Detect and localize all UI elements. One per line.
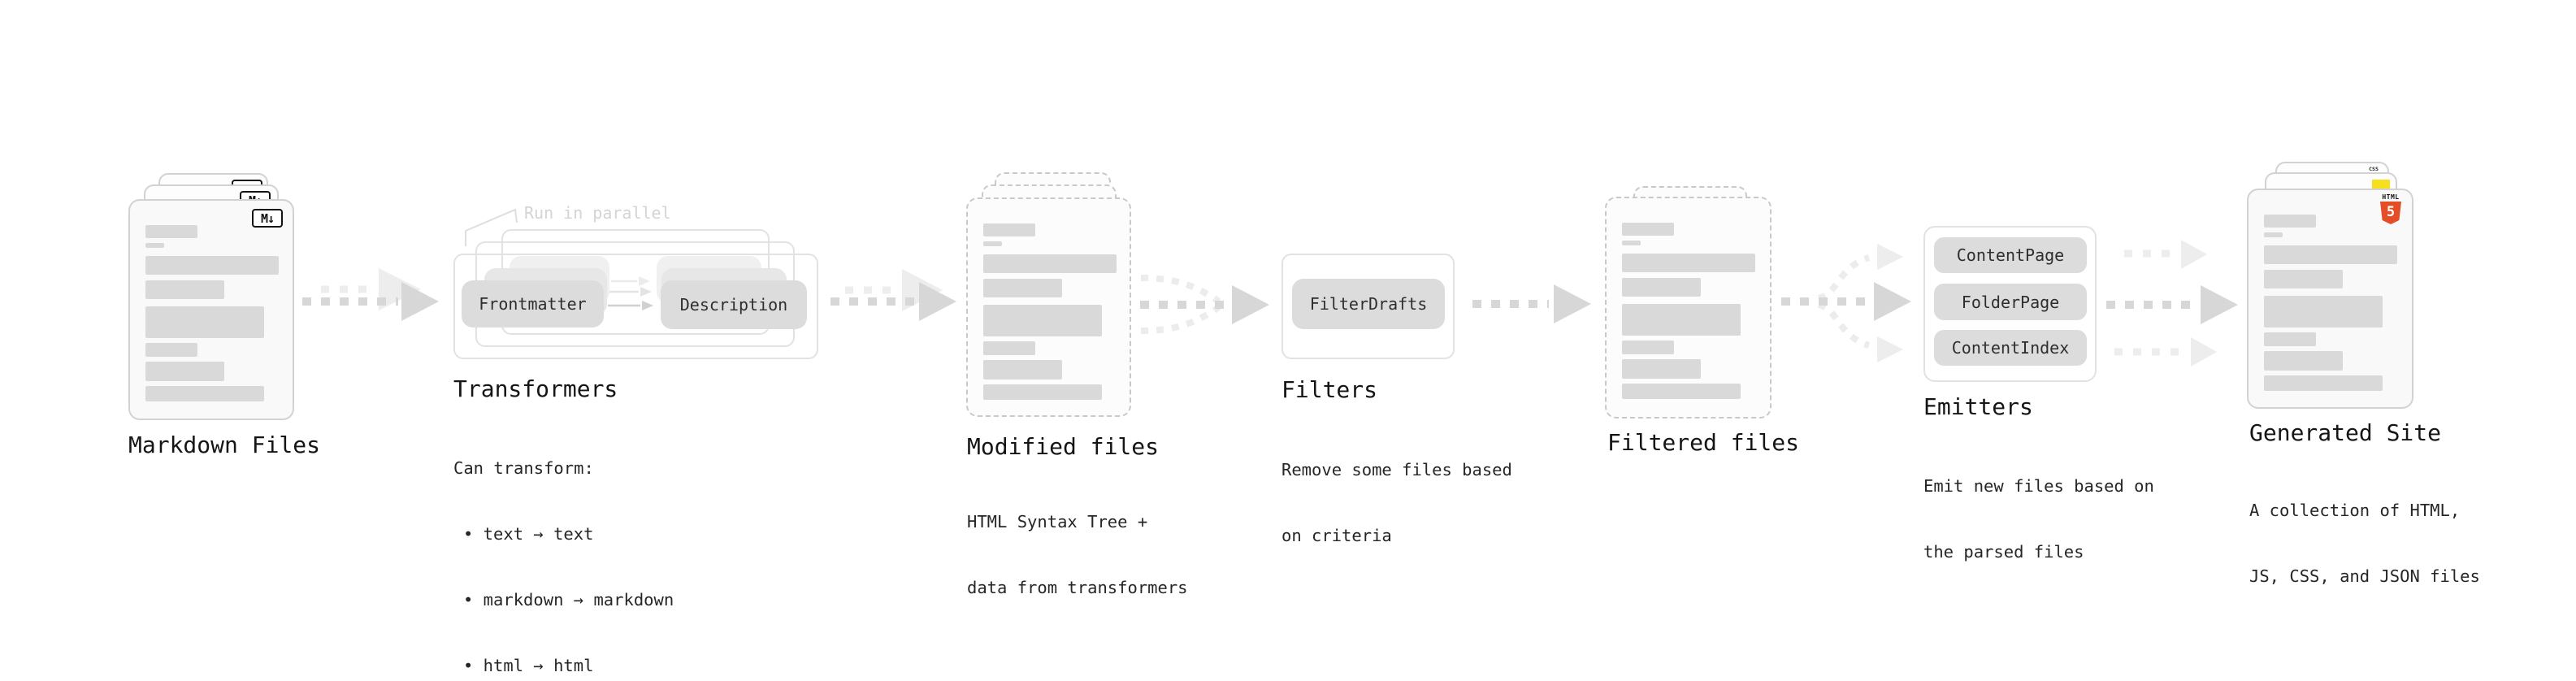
skeleton-line — [2264, 375, 2383, 391]
description-pill: Description — [661, 280, 807, 329]
filterdrafts-pill: FilterDrafts — [1292, 279, 1445, 329]
stage-label-generated-site: Generated Site — [2249, 419, 2442, 446]
arrow-emitters-to-generated-icon — [2106, 240, 2238, 367]
skeleton-line — [1622, 340, 1674, 354]
skeleton-line — [145, 306, 264, 338]
transformers-desc-heading: Can transform: — [453, 458, 594, 478]
folderpage-pill: FolderPage — [1934, 284, 2087, 320]
html5-icon-label: HTML — [2382, 193, 2400, 201]
skeleton-line — [145, 225, 197, 238]
skeleton-line — [145, 280, 224, 299]
subtitle-line: Remove some files based — [1281, 460, 1512, 479]
transformers-description: Can transform: • text → text • markdown … — [453, 414, 674, 681]
html5-icon-shield: 5 — [2380, 202, 2401, 224]
arrow-markdown-to-transformers-icon — [302, 268, 439, 321]
transformers-bullet: • markdown → markdown — [463, 590, 674, 609]
skeleton-line — [1622, 223, 1674, 236]
skeleton-line — [2264, 215, 2316, 228]
skeleton-line — [2264, 270, 2343, 288]
frontmatter-pill: Frontmatter — [462, 280, 604, 327]
generated-site-subtitle: A collection of HTML, JS, CSS, and JSON … — [2249, 456, 2480, 631]
skeleton-line — [983, 254, 1117, 273]
subtitle-line: Emit new files based on — [1923, 476, 2154, 496]
skeleton-line — [983, 341, 1035, 355]
filtered-file-front — [1605, 197, 1772, 419]
emitters-container — [1923, 226, 2097, 382]
html5-icon: HTML 5 — [2379, 193, 2403, 226]
markdown-icon: M↓ — [252, 209, 283, 228]
skeleton-line — [983, 241, 1002, 246]
skeleton-line — [1622, 241, 1641, 245]
subtitle-line: the parsed files — [1923, 542, 2084, 562]
skeleton-line — [983, 360, 1062, 380]
stage-title-transformers: Transformers — [453, 375, 618, 402]
arrow-filtered-to-emitters-icon — [1781, 244, 1911, 362]
js-icon — [2372, 180, 2390, 189]
stage-label-modified-files: Modified files — [967, 433, 1160, 460]
skeleton-line — [2264, 232, 2283, 237]
run-in-parallel-annotation: Run in parallel — [524, 203, 671, 223]
arrow-filters-to-filtered-icon — [1472, 284, 1591, 323]
skeleton-line — [983, 223, 1035, 236]
arrow-modified-to-filters-icon — [1140, 275, 1269, 334]
transformers-bullet: • html → html — [463, 656, 594, 675]
skeleton-line — [2264, 296, 2383, 327]
emitters-subtitle: Emit new files based on the parsed files — [1923, 432, 2154, 607]
skeleton-line — [983, 384, 1102, 400]
skeleton-line — [145, 386, 264, 401]
skeleton-line — [2264, 245, 2397, 264]
subtitle-line: on criteria — [1281, 526, 1392, 545]
skeleton-line — [145, 362, 224, 381]
subtitle-line: HTML Syntax Tree + — [967, 512, 1148, 531]
skeleton-line — [1622, 254, 1755, 272]
contentpage-pill: ContentPage — [1934, 237, 2087, 273]
modified-files-subtitle: HTML Syntax Tree + data from transformer… — [967, 467, 1188, 643]
stage-title-emitters: Emitters — [1923, 393, 2033, 420]
generated-file-html: HTML 5 — [2247, 189, 2413, 409]
subtitle-line: JS, CSS, and JSON files — [2249, 566, 2480, 586]
css-icon-label: CSS — [2369, 166, 2379, 172]
stage-label-markdown-files: Markdown Files — [128, 432, 321, 458]
skeleton-line — [1622, 384, 1741, 399]
skeleton-line — [983, 279, 1062, 297]
skeleton-line — [983, 305, 1102, 336]
subtitle-line: A collection of HTML, — [2249, 501, 2461, 520]
modified-file-front — [966, 197, 1131, 417]
skeleton-line — [145, 343, 197, 357]
skeleton-line — [2264, 351, 2343, 371]
html5-icon-number: 5 — [2386, 204, 2396, 220]
transformer-container-front — [453, 254, 818, 359]
stage-label-filtered-files: Filtered files — [1607, 429, 1800, 456]
skeleton-line — [2264, 332, 2316, 346]
skeleton-line — [1622, 278, 1701, 297]
skeleton-line — [1622, 304, 1741, 336]
contentindex-pill: ContentIndex — [1934, 330, 2087, 366]
stage-title-filters: Filters — [1281, 376, 1378, 403]
subtitle-line: data from transformers — [967, 578, 1188, 597]
transformers-bullet: • text → text — [463, 524, 594, 544]
arrow-transformers-to-modified-icon — [830, 269, 956, 321]
skeleton-line — [145, 256, 279, 275]
markdown-file-front: M↓ — [128, 199, 294, 420]
skeleton-line — [1622, 359, 1701, 379]
skeleton-line — [145, 243, 164, 248]
filters-container — [1281, 254, 1455, 359]
filters-subtitle: Remove some files based on criteria — [1281, 415, 1512, 591]
